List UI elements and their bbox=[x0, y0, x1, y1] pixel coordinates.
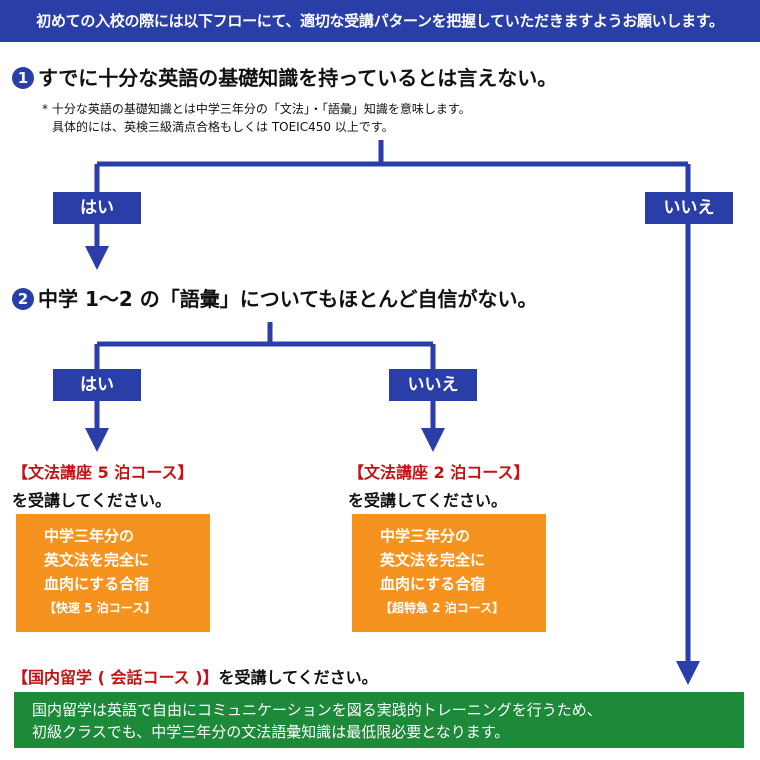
answer-yes-label: はい bbox=[53, 369, 141, 401]
question-2-text: 中学 1～2 の「語彙」についてもほとんど自信がない。 bbox=[38, 287, 538, 311]
final-course-line: 【国内留学 ( 会話コース )】を受講してください。 bbox=[12, 664, 378, 688]
arrow-down-icon bbox=[85, 246, 109, 270]
final-course-description: 国内留学は英語で自由にコミュニケーションを図る実践的トレーニングを行うため、 初… bbox=[14, 692, 744, 748]
description-line1: 国内留学は英語で自由にコミュニケーションを図る実践的トレーニングを行うため、 bbox=[32, 701, 602, 719]
arrow-down-icon bbox=[676, 661, 700, 685]
question-1-number: 1 bbox=[12, 66, 34, 89]
box-line: 血肉にする合宿 bbox=[44, 575, 150, 593]
question-1-note-line2: 具体的には、英検三級満点合格もしくは TOEIC450 以上です。 bbox=[52, 120, 394, 134]
q2-connector-line bbox=[94, 322, 436, 430]
arrow-down-icon bbox=[85, 428, 109, 452]
header-banner: 初めての入校の際には以下フローにて、適切な受講パターンを把握していただきますよう… bbox=[0, 0, 760, 42]
answer-yes-label: はい bbox=[53, 192, 141, 224]
course-2night-instruction: を受講してください。 bbox=[348, 491, 508, 510]
course-5night: 【文法講座 5 泊コース】 を受講してください。 bbox=[12, 459, 193, 511]
box-line: 中学三年分の bbox=[380, 527, 471, 545]
box-line: 血肉にする合宿 bbox=[380, 575, 486, 593]
box-line: 中学三年分の bbox=[44, 527, 135, 545]
final-course-instruction: を受講してください。 bbox=[218, 668, 378, 687]
box-line: 英文法を完全に bbox=[44, 551, 150, 569]
question-1-text: すでに十分な英語の基礎知識を持っているとは言えない。 bbox=[38, 66, 558, 90]
box-line: 英文法を完全に bbox=[380, 551, 486, 569]
box-subtitle: 【快速 5 泊コース】 bbox=[44, 601, 157, 615]
course-2night: 【文法講座 2 泊コース】 を受講してください。 bbox=[348, 459, 529, 511]
course-5night-info-box: 中学三年分の 英文法を完全に 血肉にする合宿 【快速 5 泊コース】 bbox=[16, 514, 210, 632]
course-2night-info-box: 中学三年分の 英文法を完全に 血肉にする合宿 【超特急 2 泊コース】 bbox=[352, 514, 546, 632]
course-5night-instruction: を受講してください。 bbox=[12, 491, 172, 510]
question-1-note-line1: * 十分な英語の基礎知識とは中学三年分の「文法」・「語彙」知識を意味します。 bbox=[42, 102, 471, 116]
answer-no-label: いいえ bbox=[389, 369, 477, 401]
description-line2: 初級クラスでも、中学三年分の文法語彙知識は最低限必要となります。 bbox=[32, 723, 510, 741]
q1-connector-line bbox=[94, 140, 691, 665]
box-subtitle: 【超特急 2 泊コース】 bbox=[380, 601, 505, 615]
course-2night-name: 【文法講座 2 泊コース】 bbox=[348, 463, 530, 482]
final-course-name: 【国内留学 ( 会話コース )】 bbox=[12, 668, 219, 687]
question-2-number: 2 bbox=[12, 287, 34, 310]
arrow-down-icon bbox=[421, 428, 445, 452]
answer-no-label: いいえ bbox=[645, 192, 733, 224]
course-5night-name: 【文法講座 5 泊コース】 bbox=[12, 463, 194, 482]
